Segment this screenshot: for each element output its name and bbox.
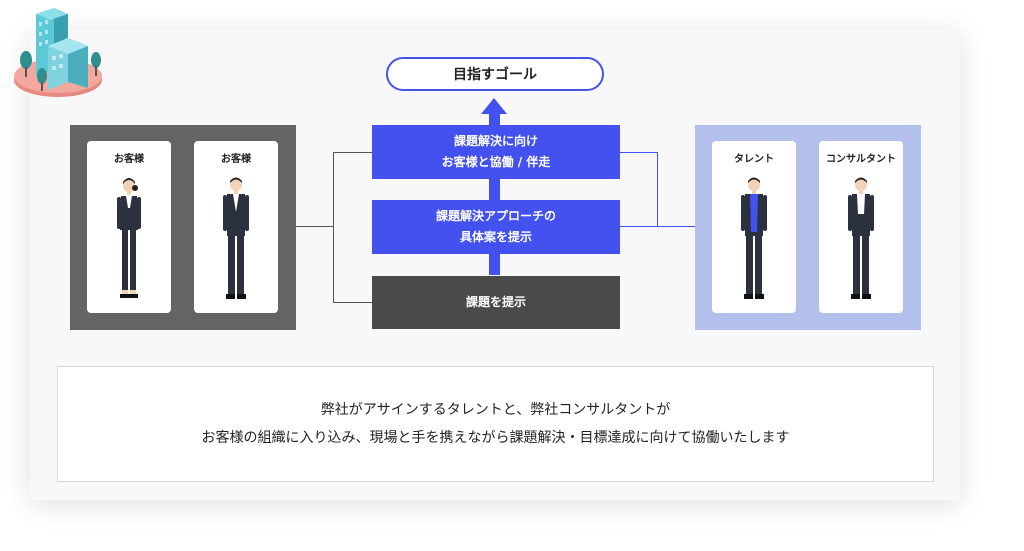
client-card-1: お客様 (87, 141, 171, 313)
goal-box: 目指すゴール (386, 57, 604, 91)
goal-label: 目指すゴール (453, 67, 537, 83)
connector-client-vertical (333, 152, 334, 303)
connector-talent-top (620, 152, 658, 153)
talent-figure (741, 177, 767, 299)
connector-client-bottom (333, 302, 372, 303)
businesswoman-figure (117, 178, 141, 298)
connector-talent-vertical (657, 152, 658, 227)
central-arrow-shaft (489, 110, 500, 275)
client-label-2: お客様 (221, 154, 251, 165)
building-illustration (14, 8, 102, 97)
step-collaborate-line1: 課題解決に向け (453, 134, 538, 148)
central-arrow-head (481, 98, 507, 114)
description-box: 弊社がアサインするタレントと、弊社コンサルタントが お客様の組織に入り込み、現場… (57, 366, 934, 482)
step-propose-line1: 課題解決アプローチの (435, 209, 556, 223)
client-label-1: お客様 (114, 154, 144, 165)
step-propose: 課題解決アプローチの 具体案を提示 (372, 200, 620, 254)
step-collaborate-line2: お客様と協働 / 伴走 (441, 155, 551, 169)
client-card-2: お客様 (194, 141, 278, 313)
connector-client-main (296, 226, 333, 227)
connector-client-top (333, 152, 372, 153)
step-present-issue-label: 課題を提示 (465, 295, 526, 309)
connector-talent-main (658, 226, 695, 227)
talent-label-1: タレント (734, 154, 774, 165)
connector-talent-mid (620, 226, 658, 227)
description-line2: お客様の組織に入り込み、現場と手を携えながら課題解決・目標達成に向けて協働いたし… (201, 430, 790, 446)
talent-card-1: タレント (712, 141, 796, 313)
step-propose-line2: 具体案を提示 (459, 230, 532, 244)
description-line1: 弊社がアサインするタレントと、弊社コンサルタントが (320, 402, 671, 418)
step-present-issue: 課題を提示 (372, 276, 620, 329)
step-collaborate: 課題解決に向け お客様と協働 / 伴走 (372, 125, 620, 179)
talent-card-2: コンサルタント (819, 141, 903, 313)
consultant-figure (848, 177, 874, 299)
talent-label-2: コンサルタント (826, 154, 896, 165)
businessman-figure (223, 177, 249, 299)
